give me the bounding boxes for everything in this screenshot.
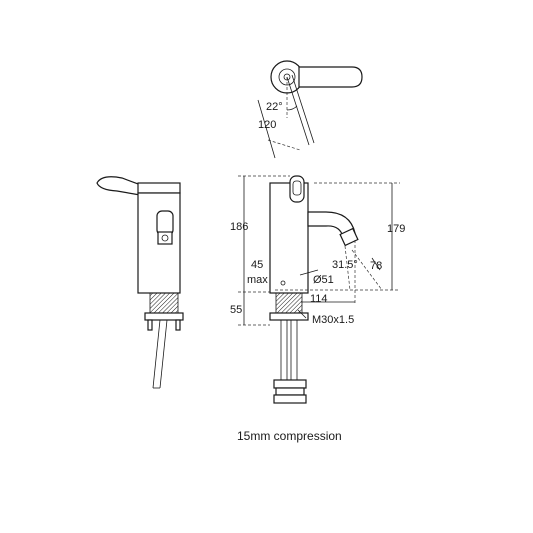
side-view bbox=[96, 176, 184, 389]
dimension-lines bbox=[238, 175, 400, 326]
height-spout-label: 179 bbox=[387, 223, 405, 235]
max-text-label: max bbox=[247, 274, 268, 286]
dimension-labels: 22° 120 186 179 31.5° 78 45 max Ø51 114 … bbox=[230, 101, 405, 326]
reach-label: 114 bbox=[310, 293, 328, 305]
caption: 15mm compression bbox=[237, 429, 342, 443]
spout-angle-label: 31.5° bbox=[332, 259, 358, 271]
top-view bbox=[257, 60, 363, 159]
body-diameter-label: Ø51 bbox=[313, 274, 334, 286]
lever-angle-label: 22° bbox=[266, 101, 283, 113]
max-value-label: 45 bbox=[251, 259, 263, 271]
height-overall-label: 186 bbox=[230, 221, 248, 233]
lever-length-label: 120 bbox=[258, 119, 276, 131]
shank-length-label: 55 bbox=[230, 304, 242, 316]
thread-label: M30x1.5 bbox=[312, 314, 354, 326]
spout-offset-label: 78 bbox=[370, 260, 382, 272]
front-view bbox=[269, 175, 359, 404]
